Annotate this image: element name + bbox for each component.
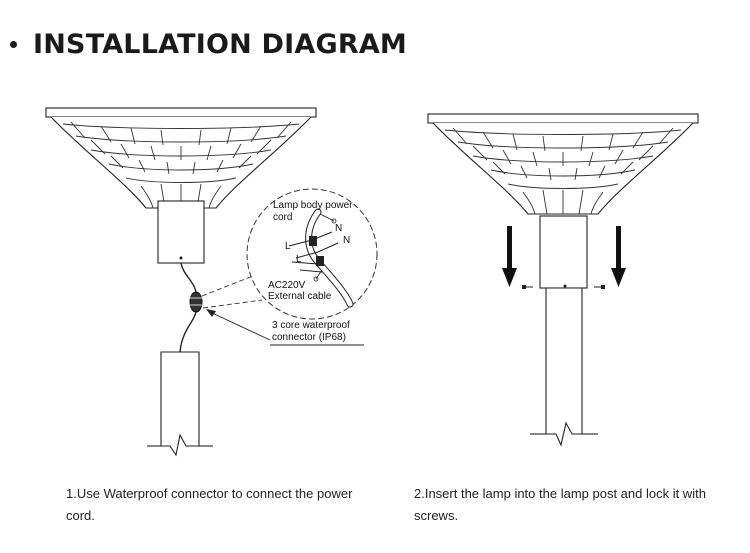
title-text: INSTALLATION DIAGRAM [33,28,407,60]
connector-arrow-line [209,311,271,341]
connector-label: 3 core waterproof [272,320,350,331]
callout-leader-bottom [202,299,263,309]
connector-arrowhead [206,309,216,317]
ac-voltage-label: AC220V [268,280,306,291]
lamp-body-cord-label-2: cord [273,212,292,223]
page-title: INSTALLATION DIAGRAM [10,22,407,66]
lamp-left [45,107,317,457]
wire-l-left-label: L [285,241,291,252]
screw-left [522,285,533,289]
down-arrow-right-icon [611,226,626,287]
step-1-caption: 1.Use Waterproof connector to connect th… [66,486,353,523]
screw-right [594,285,605,289]
waterproof-connector [189,291,203,313]
wiring-detail-callout: Lamp body power cord N N L L AC220V Exte… [246,188,378,320]
external-cable-label: External cable [268,291,332,302]
wire-n-top-label: N [335,223,342,234]
lamp-body-cord-label: Lamp body power [273,200,353,211]
lamp-right [427,113,699,447]
step-2-caption: 2.Insert the lamp into the lamp post and… [414,486,706,523]
connector-label-2: connector (IP68) [272,332,346,343]
down-arrow-left-icon [502,226,517,287]
title-bullet [10,40,17,48]
wire-n-right-label: N [343,235,350,246]
wire-l-bottom-label: L [296,254,302,265]
